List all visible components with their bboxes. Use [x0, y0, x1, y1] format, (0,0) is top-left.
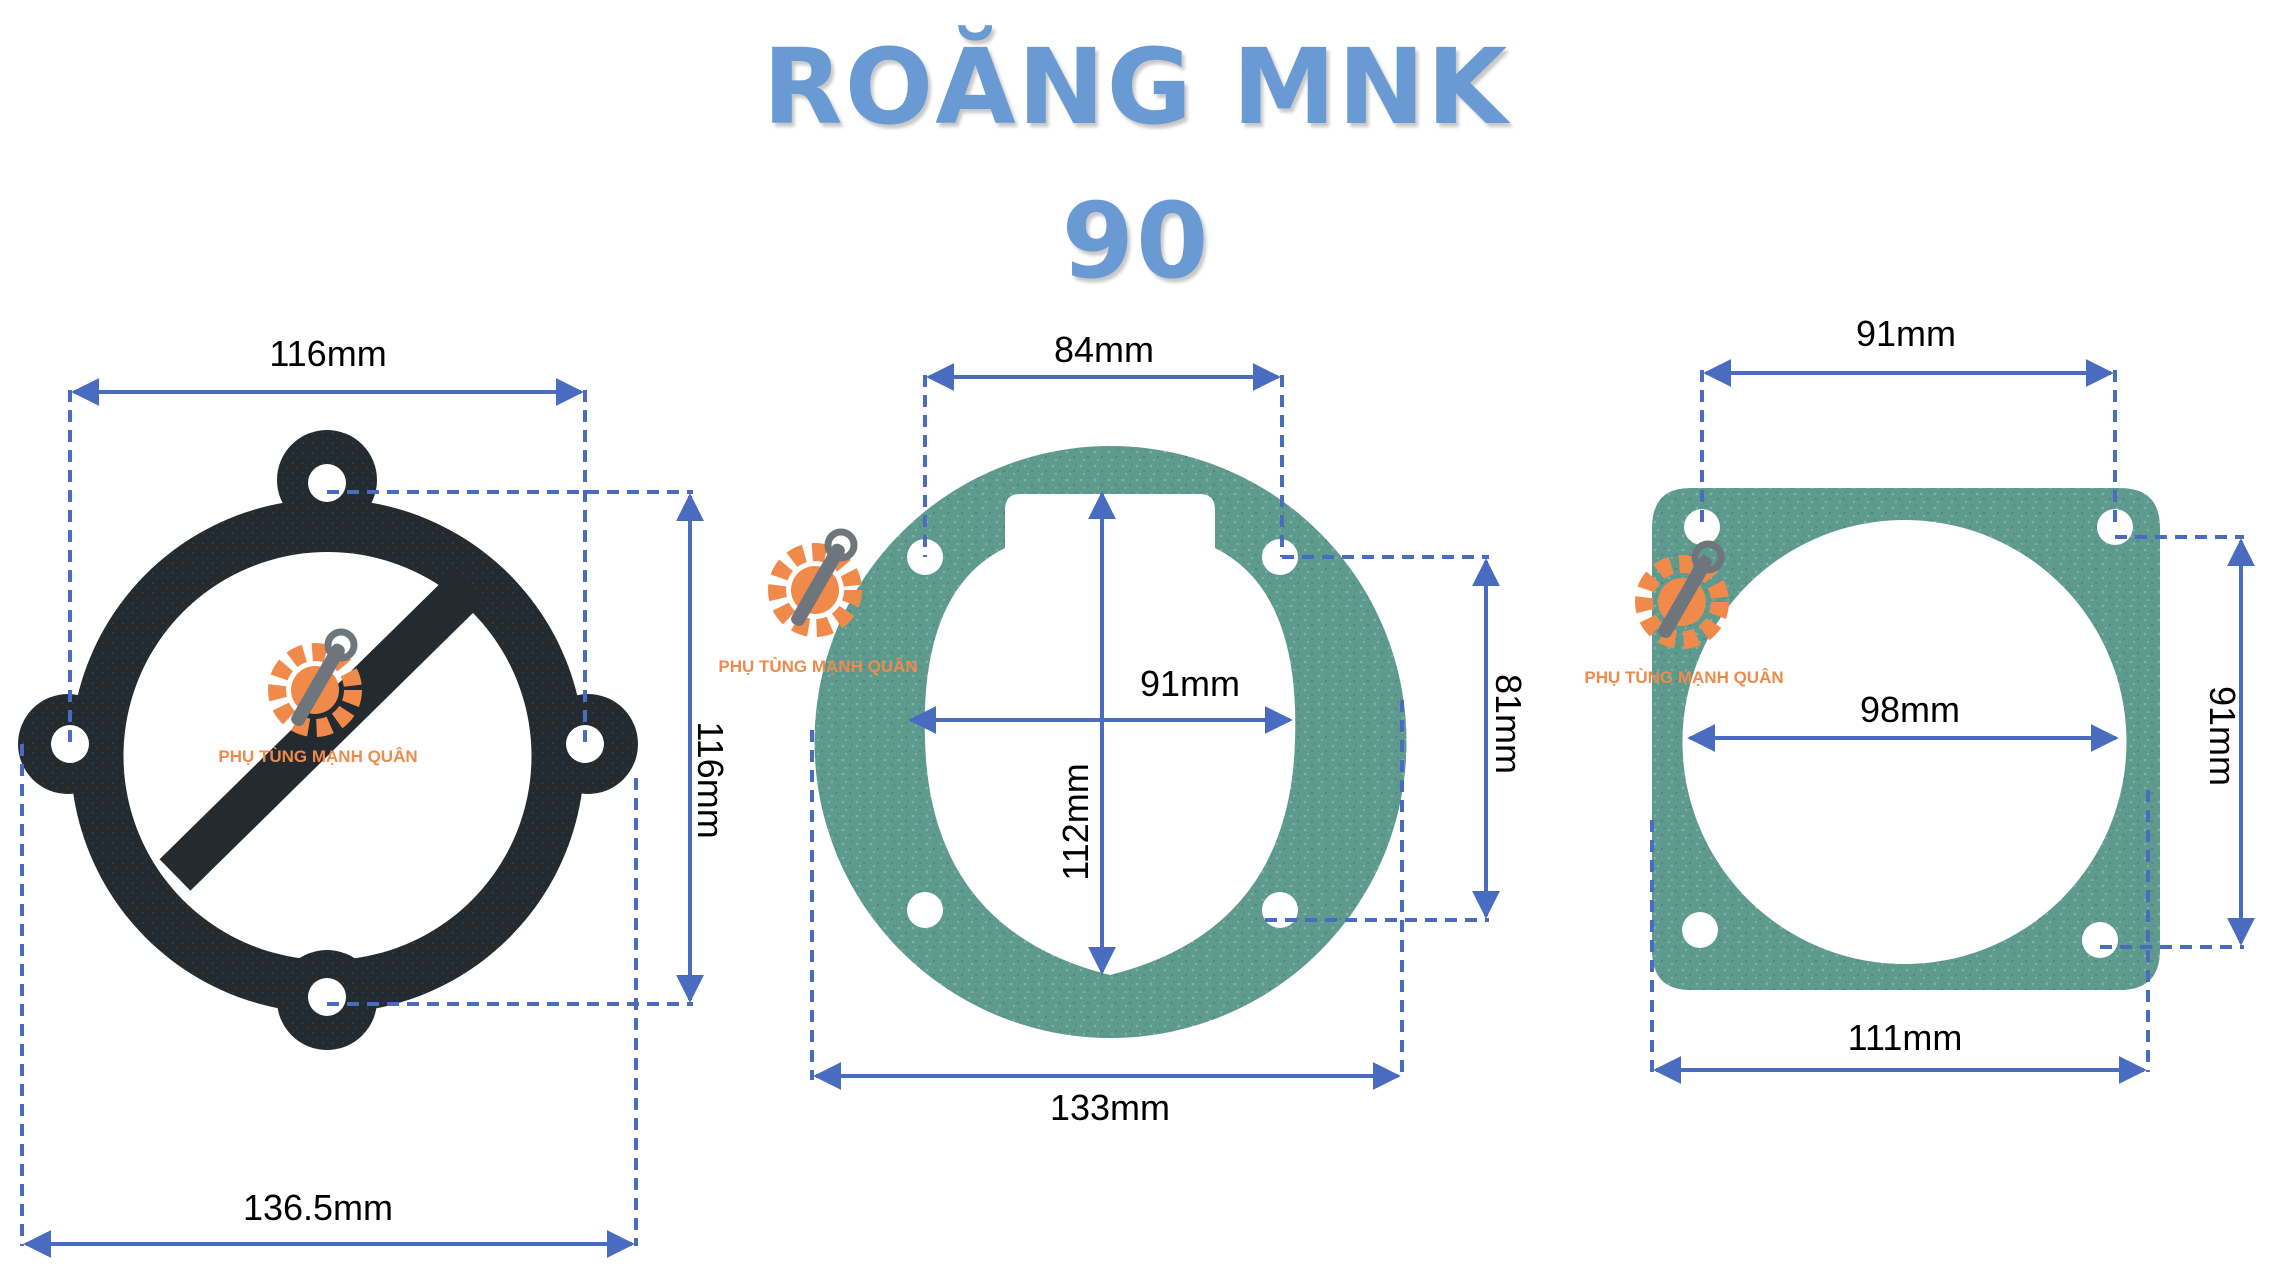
dimension-lines-gasket-2 [810, 363, 1500, 1090]
wrench-gear-logo-icon [1635, 540, 1729, 649]
title-line-2: 90 [1061, 180, 1211, 302]
watermark-text: PHỤ TÙNG MẠNH QUÂN [218, 747, 417, 766]
watermark-text: PHỤ TÙNG MẠNH QUÂN [1584, 668, 1783, 687]
gasket-green-square [1652, 488, 2160, 990]
wrench-gear-logo-icon [768, 528, 862, 637]
dim-label-g3-bore-width: 98mm [1860, 689, 1960, 730]
dimension-lines-gasket-3 [1650, 359, 2255, 1084]
watermark-text: PHỤ TÙNG MẠNH QUÂN [718, 657, 917, 676]
dim-label-g2-top: 84mm [1054, 329, 1154, 370]
dim-label-g1-side: 116mm [690, 721, 731, 838]
wrench-gear-logo-icon [268, 628, 362, 737]
dim-label-g1-width: 136.5mm [243, 1187, 393, 1228]
dim-label-g2-side: 81mm [1488, 674, 1529, 774]
dim-label-g1-top: 116mm [269, 333, 386, 374]
dimension-lines-gasket-1 [20, 378, 704, 1258]
dim-label-g2-width: 133mm [1050, 1087, 1170, 1128]
gasket-black-round [18, 430, 638, 1050]
dim-label-g2-bore-height: 112mm [1055, 763, 1096, 880]
dim-label-g2-bore-width: 91mm [1140, 663, 1240, 704]
dim-label-g3-width: 111mm [1848, 1017, 1963, 1058]
dim-label-g3-top: 91mm [1856, 313, 1956, 354]
dim-label-g3-side: 91mm [2202, 686, 2243, 786]
gasket-green-round [814, 446, 1407, 1038]
title-line-1: ROĂNG MNK [762, 26, 1510, 148]
